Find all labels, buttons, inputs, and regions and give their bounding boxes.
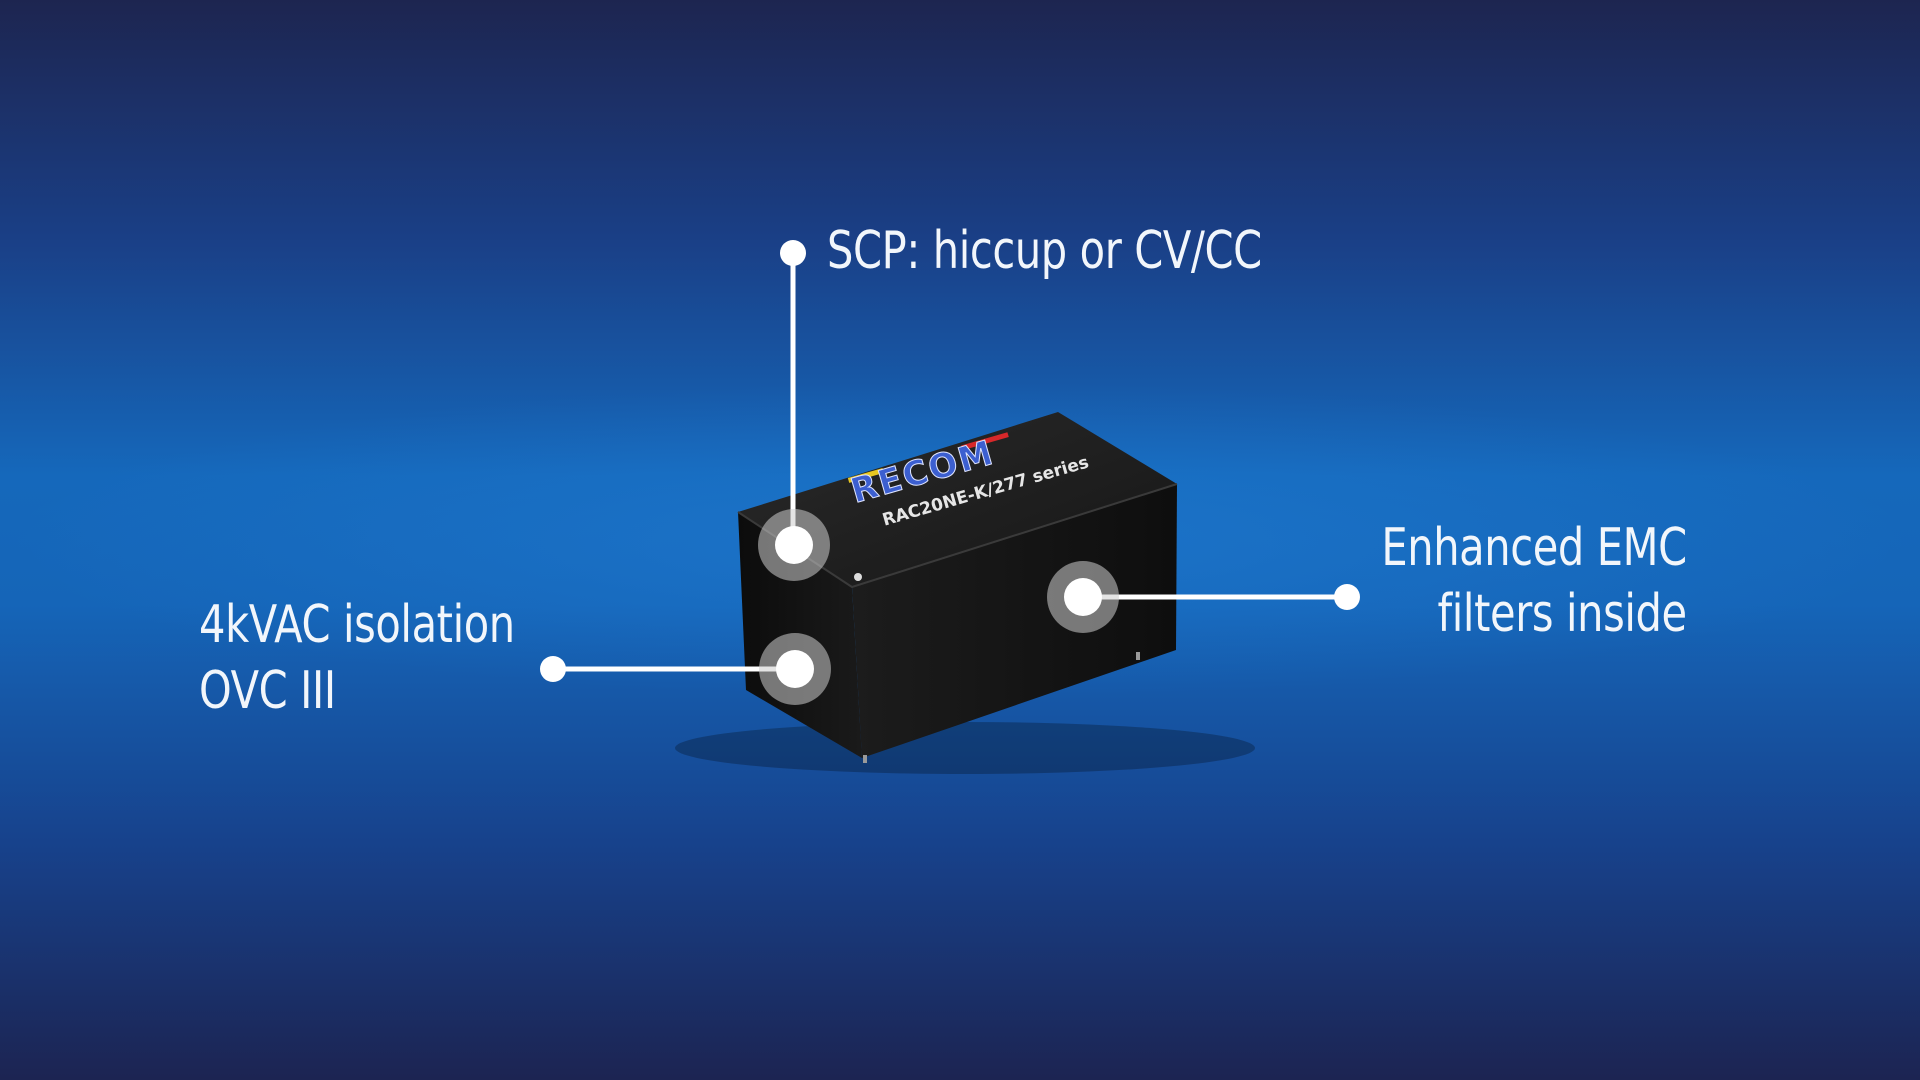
module-front-face xyxy=(852,484,1177,758)
module-pin xyxy=(863,755,867,763)
isolation-callout-line-2: OVC III xyxy=(199,661,336,721)
pin-one-dot xyxy=(854,573,862,581)
emc-hotspot-marker xyxy=(1047,561,1119,633)
emc-callout-line-2: filters inside xyxy=(1437,584,1688,644)
emc-callout-line-1: Enhanced EMC xyxy=(1381,518,1688,578)
scp-callout-label: SCP: hiccup or CV/CC xyxy=(827,218,1262,284)
isolation-callout-label: 4kVAC isolation OVC III xyxy=(199,592,515,724)
scp-callout-line-1: SCP: hiccup or CV/CC xyxy=(827,221,1262,281)
scp-hotspot-marker xyxy=(758,509,830,581)
emc-end-dot xyxy=(1334,584,1360,610)
module-shadow xyxy=(675,722,1255,774)
emc-callout-label: Enhanced EMC filters inside xyxy=(1381,515,1688,647)
isolation-hotspot-marker xyxy=(759,633,831,705)
isolation-end-dot xyxy=(540,656,566,682)
logo-yellow-stripe xyxy=(847,468,884,483)
scp-end-dot xyxy=(780,240,806,266)
isolation-callout-line-1: 4kVAC isolation xyxy=(199,595,515,655)
logo-red-stripe xyxy=(961,432,1009,451)
module-pin xyxy=(1136,652,1140,660)
module-top-face xyxy=(738,412,1177,587)
